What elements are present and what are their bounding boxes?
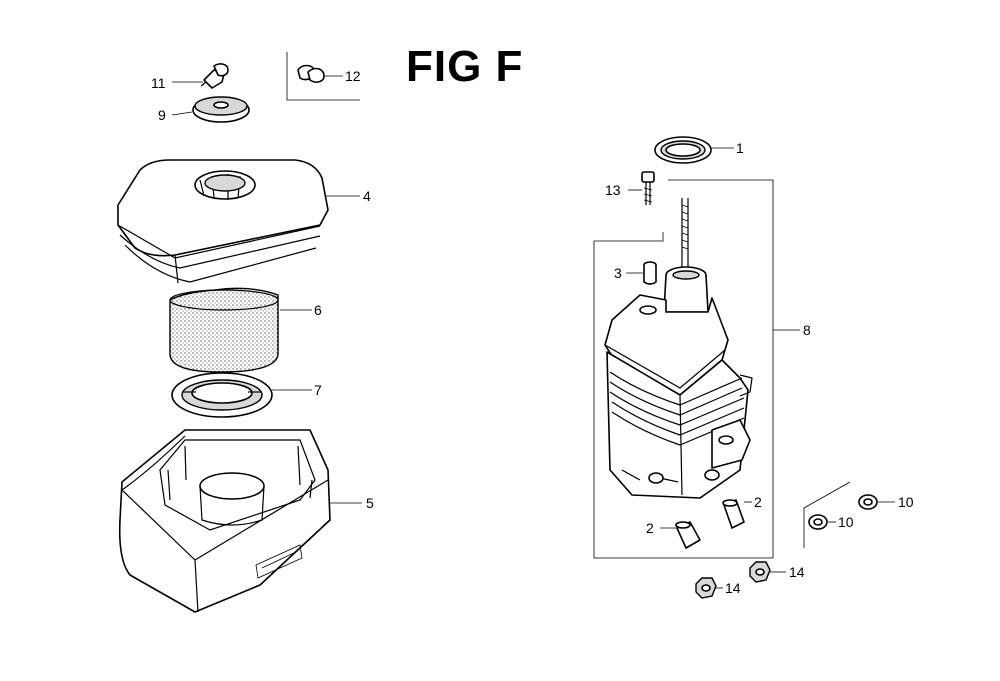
part-13-bolt — [641, 171, 655, 205]
callout-2: 2 — [646, 520, 654, 536]
callout-4: 4 — [363, 188, 371, 204]
callout-6: 6 — [314, 302, 322, 318]
part-9-cap — [192, 96, 250, 123]
part-10-washer-upper — [858, 494, 878, 510]
callout-1: 1 — [736, 140, 744, 156]
callout-9: 9 — [158, 107, 166, 123]
bracket-8 — [593, 179, 774, 559]
callout-14: 14 — [789, 564, 805, 580]
callout-11: 11 — [151, 75, 166, 91]
part-10-washer-lower — [808, 514, 828, 530]
part-4-cover — [117, 159, 329, 284]
part-1-o-ring — [654, 136, 712, 164]
callout-12: 12 — [345, 68, 361, 84]
part-11-bolt — [200, 63, 229, 89]
callout-2: 2 — [754, 494, 762, 510]
callout-10: 10 — [898, 494, 914, 510]
part-2-dowel-right — [722, 499, 745, 529]
part-14-nut-left — [695, 577, 717, 599]
part-2-dowel-left — [675, 521, 701, 549]
callout-8: 8 — [803, 322, 811, 338]
callout-14: 14 — [725, 580, 741, 596]
part-3-dowel — [643, 261, 657, 285]
part-8-assembly — [604, 198, 753, 499]
callout-10: 10 — [838, 514, 854, 530]
part-12-wing-nut — [286, 52, 360, 101]
callout-7: 7 — [314, 382, 322, 398]
figure-title: FIG F — [406, 42, 524, 91]
part-6-foam-element — [169, 287, 279, 373]
part-5-case — [118, 429, 331, 613]
bracket-10 — [803, 481, 851, 548]
callout-13: 13 — [605, 182, 621, 198]
callout-3: 3 — [614, 265, 622, 281]
part-7-gasket — [171, 372, 273, 418]
callout-5: 5 — [366, 495, 374, 511]
part-14-nut-right — [749, 561, 771, 583]
